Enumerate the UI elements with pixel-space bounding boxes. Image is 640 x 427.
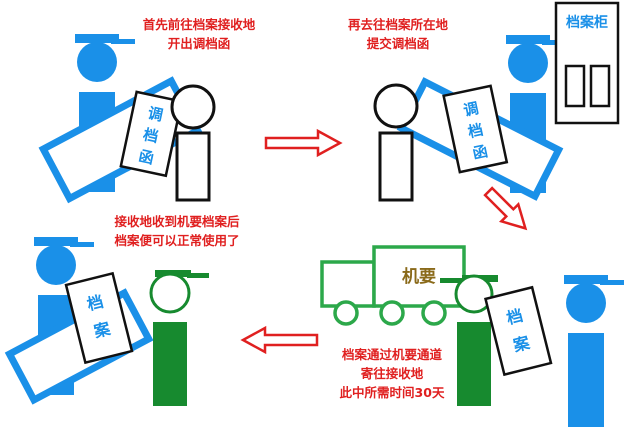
arrow-diagonal-down bbox=[483, 186, 528, 231]
cabinet-label: 档案柜 bbox=[566, 14, 608, 31]
file-char-1: 档 bbox=[85, 292, 105, 314]
applicant-figure-outline bbox=[373, 83, 419, 202]
step-3-scene: 档 案 bbox=[4, 237, 209, 406]
step-3-line-1: 接收地收到机要档案后 bbox=[114, 214, 240, 229]
step-3-caption: 接收地收到机要档案后 档案便可以正常使用了 bbox=[92, 212, 262, 250]
letter-char-1: 调 bbox=[146, 104, 164, 125]
step-4-scene: 机要 档 案 bbox=[320, 245, 624, 427]
file-char-2: 案 bbox=[91, 319, 113, 342]
step-1-line-2: 开出调档函 bbox=[167, 36, 231, 51]
step-1-line-1: 首先前往档案接收地 bbox=[142, 17, 256, 32]
cabinet-drawer-left bbox=[564, 64, 586, 108]
letter-char-3: 函 bbox=[471, 142, 489, 163]
arrow-right-1 bbox=[264, 128, 343, 158]
truck-cargo-box bbox=[372, 245, 466, 308]
file-document: 档 案 bbox=[484, 285, 553, 377]
truck-label: 机要 bbox=[402, 266, 436, 287]
step-2-line-2: 提交调档函 bbox=[366, 36, 430, 51]
applicant-figure-outline bbox=[170, 84, 216, 202]
transfer-letter-document: 调 档 函 bbox=[119, 90, 184, 178]
cabinet-drawer-right bbox=[589, 64, 611, 108]
step-4-line-3: 此中所需时间30天 bbox=[339, 385, 445, 400]
archive-cabinet: 档案柜 bbox=[554, 1, 620, 125]
truck-cab bbox=[320, 260, 376, 308]
green-applicant-figure bbox=[149, 270, 209, 406]
step-4-caption: 档案通过机要通道 寄往接收地 此中所需时间30天 bbox=[327, 345, 457, 402]
confidential-mail-truck: 机要 bbox=[320, 245, 466, 326]
file-char-2: 案 bbox=[510, 333, 532, 356]
step-3-line-2: 档案便可以正常使用了 bbox=[114, 233, 240, 248]
green-courier-figure bbox=[440, 274, 498, 406]
transfer-letter-document: 调 档 函 bbox=[442, 84, 509, 174]
file-document: 档 案 bbox=[64, 271, 134, 365]
step-2-scene: 调 档 函 档案柜 bbox=[373, 1, 620, 202]
letter-char-1: 调 bbox=[462, 99, 480, 120]
blue-officer-figure bbox=[564, 275, 624, 427]
file-char-1: 档 bbox=[505, 306, 525, 328]
step-4-line-1: 档案通过机要通道 bbox=[341, 347, 442, 362]
letter-char-2: 档 bbox=[466, 121, 484, 142]
letter-char-3: 函 bbox=[137, 147, 155, 168]
step-1-scene: 调 档 函 bbox=[38, 34, 216, 204]
letter-char-2: 档 bbox=[142, 125, 160, 146]
arrow-left bbox=[240, 325, 319, 355]
step-4-line-2: 寄往接收地 bbox=[360, 366, 424, 381]
step-2-line-1: 再去往档案所在地 bbox=[347, 17, 448, 32]
step-1-caption: 首先前往档案接收地 开出调档函 bbox=[124, 15, 274, 53]
step-2-caption: 再去往档案所在地 提交调档函 bbox=[333, 15, 463, 53]
truck-wheel bbox=[379, 300, 405, 326]
truck-wheel bbox=[333, 300, 359, 326]
truck-wheel bbox=[421, 300, 447, 326]
